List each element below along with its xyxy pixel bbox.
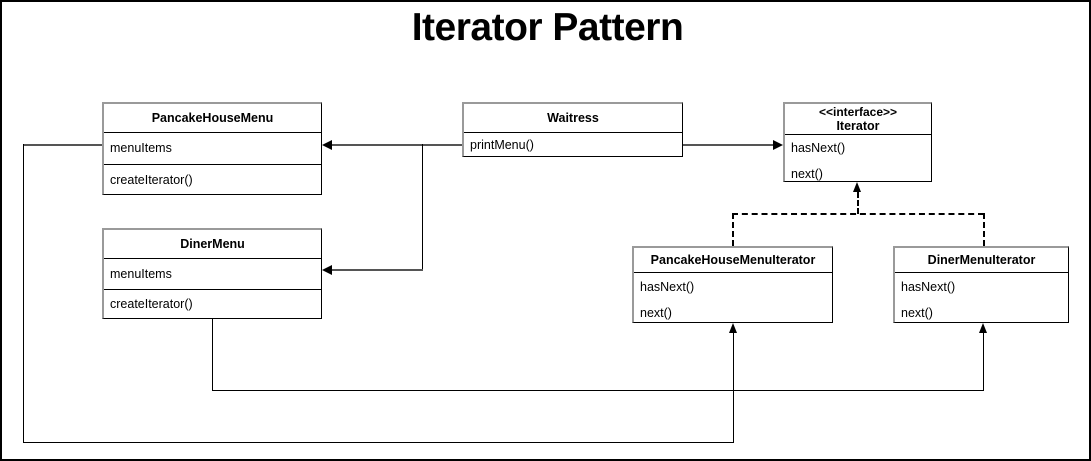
connector-dinermenu-up-to-iterator: [983, 333, 984, 391]
connector-waitress-to-iterator: [683, 144, 773, 146]
connector-dinermenu-across: [212, 390, 984, 391]
class-methods-iterator: hasNext() next(): [785, 135, 931, 183]
class-header-pancakehousemenuiterator: PancakeHouseMenuIterator: [634, 248, 832, 273]
field-menuitems: menuItems: [110, 141, 172, 155]
connector-waitress-to-dinermenu-vertical: [422, 144, 423, 271]
class-box-pancakehousemenuiterator[interactable]: PancakeHouseMenuIterator hasNext() next(…: [632, 246, 833, 323]
method-next: next(): [901, 306, 933, 320]
class-box-iterator[interactable]: <<interface>> Iterator hasNext() next(): [783, 102, 932, 182]
class-methods-waitress: printMenu(): [464, 133, 682, 158]
class-header-pancakehousemenu: PancakeHouseMenu: [104, 104, 321, 133]
stereotype-interface: <<interface>>: [818, 104, 898, 119]
realization-crossbar: [732, 213, 984, 215]
connector-waitress-to-dinermenu-horizontal: [332, 269, 423, 271]
method-next: next(): [640, 306, 672, 320]
class-fields-pancakehousemenu: menuItems: [104, 133, 321, 165]
connector-pancakehousemenu-down: [23, 144, 24, 443]
connector-waitress-to-pancakehousemenu-segment-into: [332, 144, 423, 146]
method-hasnext: hasNext(): [791, 140, 846, 155]
method-next: next(): [791, 166, 823, 181]
arrowhead-to-pancakehousemenu: [322, 140, 332, 150]
connector-pancakehousemenu-left: [23, 144, 103, 146]
method-hasnext: hasNext(): [640, 280, 695, 294]
page-title: Iterator Pattern: [411, 6, 684, 49]
class-header-dinermenuiterator: DinerMenuIterator: [895, 248, 1068, 273]
method-hasnext: hasNext(): [901, 280, 956, 294]
arrowhead-to-dinermenu: [322, 265, 332, 275]
connector-dinermenu-down: [212, 318, 213, 390]
realization-drop-pancakehousemenuiterator: [732, 213, 734, 246]
class-name-pancakehousemenuiterator: PancakeHouseMenuIterator: [650, 252, 816, 267]
connector-pancakehousemenu-up-to-iterator: [733, 333, 734, 443]
class-box-pancakehousemenu[interactable]: PancakeHouseMenu menuItems createIterato…: [102, 102, 322, 195]
method-printmenu: printMenu(): [470, 138, 534, 152]
class-box-dinermenuiterator[interactable]: DinerMenuIterator hasNext() next(): [893, 246, 1069, 323]
realization-drop-dinermenuiterator: [983, 213, 985, 246]
arrowhead-to-dinermenuiterator: [979, 323, 987, 333]
class-name-dinermenuiterator: DinerMenuIterator: [927, 252, 1036, 267]
class-header-dinermenu: DinerMenu: [104, 230, 321, 259]
class-methods-pancakehousemenuiterator: hasNext() next(): [634, 273, 832, 324]
class-name-dinermenu: DinerMenu: [180, 236, 245, 251]
class-box-waitress[interactable]: Waitress printMenu(): [462, 102, 683, 157]
class-name-pancakehousemenu: PancakeHouseMenu: [151, 110, 274, 125]
connector-waitress-to-pancakehousemenu-segment-top: [422, 144, 463, 146]
class-methods-dinermenu: createIterator(): [104, 290, 321, 319]
class-name-waitress: Waitress: [547, 110, 599, 125]
class-methods-pancakehousemenu: createIterator(): [104, 165, 321, 195]
connector-pancakehousemenu-across: [23, 442, 734, 443]
method-createiterator: createIterator(): [110, 297, 193, 311]
class-header-iterator: <<interface>> Iterator: [785, 104, 931, 135]
class-header-waitress: Waitress: [464, 104, 682, 133]
arrowhead-to-iterator: [773, 140, 783, 150]
class-box-dinermenu[interactable]: DinerMenu menuItems createIterator(): [102, 228, 322, 319]
realization-stem-vertical: [857, 192, 859, 214]
field-menuitems: menuItems: [110, 266, 172, 281]
arrowhead-realization-to-iterator: [853, 182, 861, 192]
class-fields-dinermenu: menuItems: [104, 259, 321, 290]
class-methods-dinermenuiterator: hasNext() next(): [895, 273, 1068, 324]
arrowhead-to-pancakehousemenuiterator: [729, 323, 737, 333]
class-name-iterator: Iterator: [836, 118, 880, 133]
method-createiterator: createIterator(): [110, 172, 193, 187]
